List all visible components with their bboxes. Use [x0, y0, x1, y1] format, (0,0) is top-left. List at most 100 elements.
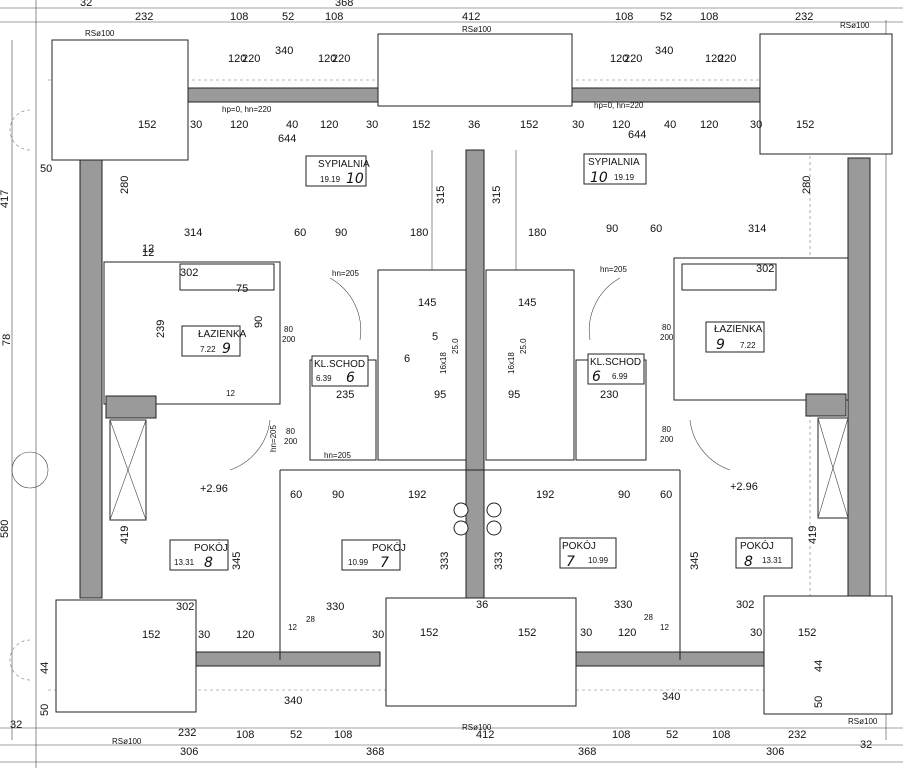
room-area: 13.31 [762, 556, 783, 565]
win-dim-2: 220 [242, 53, 260, 65]
width-644-right: 644 [628, 129, 646, 141]
room-pokoj-7-right: POKÓJ 7 10.99 [559, 537, 617, 570]
bot-dim: 50 [813, 696, 825, 708]
room-area: 19.19 [320, 175, 341, 184]
bot-dim: 368 [578, 746, 596, 758]
low-dim: 90 [332, 489, 344, 501]
bottom-rs-label: RSø100 [112, 737, 142, 746]
bot-dim: 340 [284, 695, 302, 707]
window-note-left: hp=0, hn=220 [222, 105, 272, 114]
up-dim-5: 120 [320, 119, 338, 131]
mid-dim: 280 [119, 176, 131, 194]
room-klschod-right: KL.SCHOD 6 6.99 [587, 353, 645, 385]
win-dim-3: 340 [275, 45, 293, 57]
door-note: hn=205 [324, 451, 351, 460]
mid-dim: 12 [142, 247, 154, 259]
bot-dim: 120 [236, 629, 254, 641]
win-dim-10: 220 [718, 53, 736, 65]
mid-dim: 90 [253, 316, 265, 328]
mid-dim: 302 [756, 263, 774, 275]
up-dim-3: 120 [230, 119, 248, 131]
win-dim-8: 340 [655, 45, 673, 57]
dim-top-52a: 52 [282, 11, 294, 23]
room-name: KL.SCHOD [314, 359, 365, 370]
bot-dim: 108 [612, 729, 630, 741]
mid-dim: 180 [410, 227, 428, 239]
top-dimension-labels: 32 232 108 52 108 412 108 52 108 232 368… [80, 0, 870, 38]
low-dim: 28 [306, 615, 315, 624]
low-dim: 36 [476, 599, 488, 611]
dim-top-52b: 52 [660, 11, 672, 23]
room-name: ŁAZIENKA [198, 329, 247, 340]
door-note: 200 [282, 335, 296, 344]
room-pokoj-7-left: POKÓJ 10.99 7 [341, 539, 406, 571]
mid-dim: 145 [518, 297, 536, 309]
room-area: 6.39 [316, 374, 332, 383]
interior-walls [9, 109, 849, 681]
mid-dim: 12 [142, 243, 154, 255]
door-note: 80 [662, 425, 671, 434]
bot-dim: 368 [366, 746, 384, 758]
bot-dim: 44 [813, 660, 825, 672]
low-dim: 28 [644, 613, 653, 622]
win-dim-9: 120 [705, 53, 723, 65]
bot-dim: 152 [142, 629, 160, 641]
left-dim-78: 78 [1, 334, 13, 346]
mid-dim: 60 [294, 227, 306, 239]
bot-dim: 52 [666, 729, 678, 741]
mid-dim: 230 [600, 389, 618, 401]
room-name: POKÓJ [562, 539, 596, 552]
room-lazienka-right: ŁAZIENKA 9 7.22 [705, 321, 765, 353]
mid-dim: 90 [606, 223, 618, 235]
mid-dim: 145 [418, 297, 436, 309]
room-area: 10.99 [348, 558, 369, 567]
up-dim-12: 40 [664, 119, 676, 131]
room-number: 7 [380, 555, 389, 571]
room-number: 7 [566, 554, 575, 570]
bot-dim: 44 [39, 662, 51, 674]
low-dim: 192 [536, 489, 554, 501]
up-dim-8: 36 [468, 119, 480, 131]
room-name: POKÓJ [194, 541, 228, 554]
low-dim: 302 [736, 599, 754, 611]
up-dim-4: 40 [286, 119, 298, 131]
mid-dim: 314 [184, 227, 202, 239]
mid-dim: 60 [650, 223, 662, 235]
bot-dim: 306 [766, 746, 784, 758]
room-area: 10.99 [588, 556, 609, 565]
top-rs-label-2: RSø100 [462, 25, 492, 34]
door-note: 80 [286, 427, 295, 436]
bot-dim: 30 [372, 629, 384, 641]
mid-dim: 315 [491, 186, 503, 204]
room-number: 8 [204, 555, 213, 571]
win-dim-4: 120 [318, 53, 336, 65]
up-dim-11: 120 [612, 119, 630, 131]
dim-top-232: 232 [135, 11, 153, 23]
up-dim-10: 30 [572, 119, 584, 131]
win-dim-1: 120 [228, 53, 246, 65]
mid-dim: 6 [404, 353, 410, 365]
low-dim: 12 [288, 623, 297, 632]
up-dim-14: 30 [750, 119, 762, 131]
low-dim: 302 [176, 601, 194, 613]
room-name: POKÓJ [372, 541, 406, 554]
door-note: 200 [660, 435, 674, 444]
low-dim: 60 [290, 489, 302, 501]
mid-dim: 16x18 [439, 352, 448, 374]
room-name: POKÓJ [740, 539, 774, 552]
bottom-dims: 152 30 120 30 152 152 30 120 30 152 50 4… [10, 627, 878, 758]
low-dim: 90 [618, 489, 630, 501]
door-note: hn=205 [600, 265, 627, 274]
mid-dim: 315 [435, 186, 447, 204]
dim-top-108b: 108 [325, 11, 343, 23]
left-dims: 417 50 78 580 [0, 163, 52, 538]
low-dim: 345 [689, 552, 701, 570]
mid-dim: 235 [336, 389, 354, 401]
door-note: 80 [662, 323, 671, 332]
dim-top-368: 368 [335, 0, 353, 9]
room-area: 19.19 [614, 173, 635, 182]
mid-dim: 314 [748, 223, 766, 235]
upper-dim-row: 152 30 120 40 120 30 152 36 152 30 120 4… [138, 119, 814, 145]
mid-dim: 25.0 [451, 338, 460, 354]
door-note: 200 [660, 333, 674, 342]
